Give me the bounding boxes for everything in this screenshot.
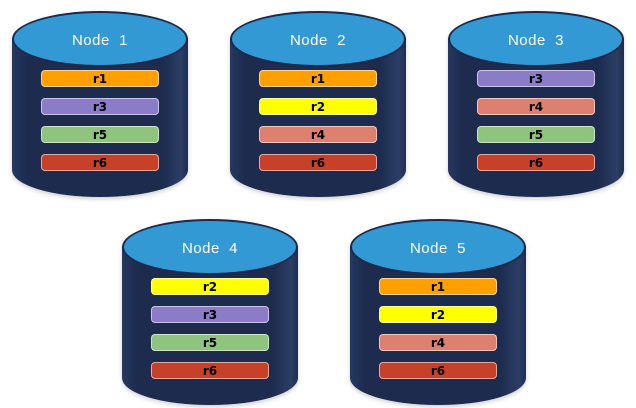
replica-bar-r3: r3 [41, 98, 159, 115]
node-title: Node 4 [181, 239, 239, 257]
cylinder-top-ellipse: Node 1 [12, 11, 188, 67]
replica-bar-r6: r6 [477, 154, 595, 171]
replica-bar-r2: r2 [379, 306, 497, 323]
replica-bar-r1: r1 [379, 278, 497, 295]
replica-bar-r6: r6 [41, 154, 159, 171]
replica-bar-list: r1 r3 r5 r6 [12, 70, 188, 171]
replica-bar-r6: r6 [151, 362, 269, 379]
cylinder-top-ellipse: Node 3 [448, 11, 624, 67]
db-node-1: Node 1 r1 r3 r5 r6 [12, 11, 188, 197]
replica-bar-r5: r5 [41, 126, 159, 143]
replica-bar-r2: r2 [151, 278, 269, 295]
replica-bar-r1: r1 [41, 70, 159, 87]
db-node-5: Node 5 r1 r2 r4 r6 [350, 219, 526, 405]
replica-bar-r5: r5 [477, 126, 595, 143]
replica-bar-list: r3 r4 r5 r6 [448, 70, 624, 171]
replica-bar-r6: r6 [379, 362, 497, 379]
db-node-3: Node 3 r3 r4 r5 r6 [448, 11, 624, 197]
replica-bar-r4: r4 [477, 98, 595, 115]
replica-bar-list: r2 r3 r5 r6 [122, 278, 298, 379]
cylinder-top-ellipse: Node 2 [230, 11, 406, 67]
replica-bar-r6: r6 [259, 154, 377, 171]
db-node-2: Node 2 r1 r2 r4 r6 [230, 11, 406, 197]
cylinder-top-ellipse: Node 4 [122, 219, 298, 275]
replica-bar-list: r1 r2 r4 r6 [350, 278, 526, 379]
cylinder-top-ellipse: Node 5 [350, 219, 526, 275]
node-title: Node 1 [71, 31, 129, 49]
replica-bar-list: r1 r2 r4 r6 [230, 70, 406, 171]
replica-bar-r4: r4 [259, 126, 377, 143]
node-title: Node 2 [289, 31, 347, 49]
replica-bar-r5: r5 [151, 334, 269, 351]
node-title: Node 5 [409, 239, 467, 257]
replica-bar-r3: r3 [151, 306, 269, 323]
replica-bar-r2: r2 [259, 98, 377, 115]
replica-bar-r4: r4 [379, 334, 497, 351]
replica-bar-r3: r3 [477, 70, 595, 87]
replica-bar-r1: r1 [259, 70, 377, 87]
db-node-4: Node 4 r2 r3 r5 r6 [122, 219, 298, 405]
node-title: Node 3 [507, 31, 565, 49]
